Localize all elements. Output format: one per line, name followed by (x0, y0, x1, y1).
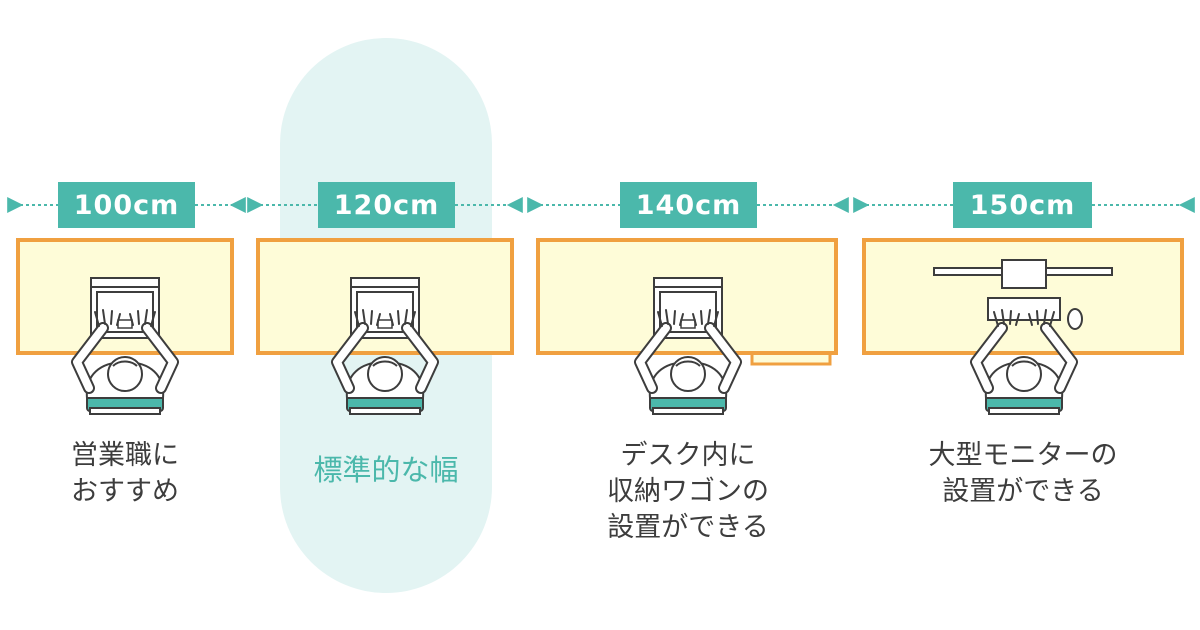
desk-140cm (527, 197, 849, 414)
width-label-100: 100cm (58, 182, 195, 228)
caption-100: 営業職に おすすめ (71, 440, 179, 507)
width-label-140: 140cm (620, 182, 757, 228)
width-label-150: 150cm (953, 182, 1092, 228)
desk-150cm (853, 197, 1195, 414)
width-label-120: 120cm (318, 182, 455, 228)
desk-100cm (7, 197, 246, 414)
caption-140: デスク内に 収納ワゴンの 設置ができる (607, 440, 769, 543)
caption-150: 大型モニターの 設置ができる (928, 440, 1118, 507)
caption-120: 標準的な幅 (313, 453, 459, 487)
desk-120cm (247, 197, 523, 414)
